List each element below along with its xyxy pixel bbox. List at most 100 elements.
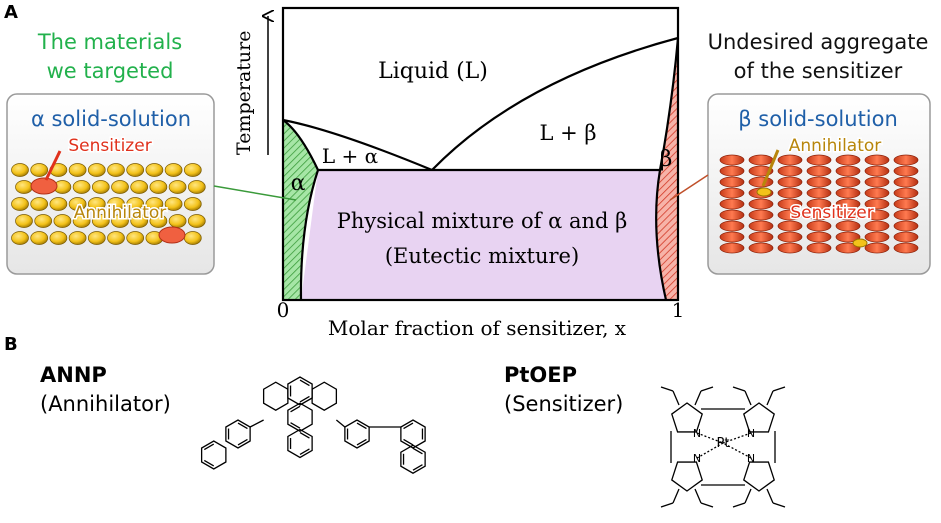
annp-role: (Annihilator) [40, 392, 171, 416]
pyrrole-ring [743, 461, 775, 492]
x-axis-label: Molar fraction of sensitizer, x [328, 316, 627, 340]
annihilator-disc [130, 180, 149, 194]
annihilator-disc [145, 163, 164, 177]
sensitizer-disc [806, 154, 832, 166]
beta-liquidus [431, 36, 679, 171]
annihilator-disc [164, 197, 183, 211]
sensitizer-disc [719, 165, 745, 177]
ptoep-role: (Sensitizer) [504, 392, 623, 416]
panel-a-label: A [4, 2, 18, 23]
annihilator-disc [91, 180, 110, 194]
annihilator-pointer [761, 149, 780, 187]
sensitizer-disc [835, 198, 861, 210]
bond [766, 488, 774, 504]
coordination-bond [696, 442, 724, 459]
alpha-solvus [282, 119, 320, 301]
ptoep-name: PtOEP [504, 363, 577, 387]
alpha-sensitizer-label: Sensitizer [68, 136, 151, 156]
bond [660, 502, 674, 508]
sensitizer-disc [835, 165, 861, 177]
sensitizer-disc [806, 209, 832, 221]
benzene-ring [225, 419, 251, 449]
sensitizer-disc [864, 198, 890, 210]
sensitizer-disc [719, 242, 745, 254]
benzene-ring [287, 376, 313, 406]
annihilator-disc [149, 180, 168, 194]
annihilator-disc [87, 163, 106, 177]
pyrrole-ring [671, 402, 703, 433]
sensitizer-disc [806, 198, 832, 210]
annihilator-disc [111, 180, 129, 194]
sensitizer-disc [806, 187, 832, 199]
alpha-annihilator-label: Annihilator [74, 203, 167, 223]
annihilator-disc [111, 214, 129, 228]
sensitizer-disc [719, 220, 745, 232]
x-tick-0: 0 [277, 298, 290, 322]
sensitizer-disc [893, 198, 919, 210]
sensitizer-disc [748, 242, 774, 254]
beta-box-title: β solid-solution [738, 107, 898, 131]
eutectic-label-line1: Physical mixture of α and β [337, 209, 628, 233]
sensitizer-disc [748, 209, 774, 221]
annihilator-disc [72, 180, 91, 194]
sensitizer-disc [893, 209, 919, 221]
sensitizer-disc [719, 176, 745, 188]
beta-region [656, 38, 678, 300]
annihilator-disc [164, 163, 183, 177]
coordination-bond [722, 442, 752, 459]
alpha-liquidus [282, 118, 433, 172]
annihilator-disc [87, 197, 106, 211]
bond [744, 390, 752, 406]
benzene-ring [287, 428, 313, 459]
sensitizer-disc [777, 165, 803, 177]
annihilator-disc [187, 180, 206, 194]
sensitizer-disc [893, 231, 919, 243]
sensitizer-disc [864, 209, 890, 221]
annihilator-disc [107, 231, 125, 245]
sensitizer-disc [893, 242, 919, 254]
double-bond [299, 432, 310, 439]
annihilator-disc [11, 163, 29, 177]
sensitizer-disc [806, 220, 832, 232]
bond [672, 488, 680, 504]
sensitizer-disc [777, 176, 803, 188]
beta-annihilator-label: Annihilator [789, 136, 882, 156]
sensitizer-disc [835, 176, 861, 188]
sensitizer-molecule [30, 177, 58, 195]
x-tick-1: 1 [672, 298, 685, 322]
bond [660, 386, 674, 392]
annihilator-disc [68, 231, 87, 245]
sensitizer-disc [719, 209, 745, 221]
annihilator-disc [168, 180, 187, 194]
annihilator-disc [183, 231, 202, 245]
sensitizer-disc [864, 154, 890, 166]
sensitizer-disc [893, 165, 919, 177]
bond [694, 488, 702, 504]
double-bond [356, 422, 367, 430]
annihilator-molecule [852, 238, 868, 248]
ptoep-structure: Pt N N N N [660, 386, 786, 508]
diagram-frame [281, 6, 680, 302]
annihilator-disc [34, 214, 53, 228]
annihilator-disc [187, 214, 206, 228]
annihilator-disc [107, 197, 125, 211]
sensitizer-disc [748, 154, 774, 166]
annihilator-disc [168, 214, 187, 228]
annihilator-disc [68, 197, 87, 211]
bond [772, 502, 786, 508]
beta-solvus [655, 37, 680, 301]
pyrrole-ring [743, 402, 775, 433]
bond [694, 390, 702, 406]
annihilator-disc [72, 214, 91, 228]
bond [732, 502, 746, 508]
bond [335, 419, 346, 428]
benzene-ring [200, 440, 227, 470]
sensitizer-disc [777, 154, 803, 166]
sensitizer-disc [806, 165, 832, 177]
annihilator-disc [126, 163, 145, 177]
bond [732, 386, 746, 392]
sensitizer-disc [777, 209, 803, 221]
eutectic-label-line2: (Eutectic mixture) [385, 244, 579, 268]
alpha-region-label: α [291, 171, 306, 196]
annihilator-disc [149, 214, 168, 228]
